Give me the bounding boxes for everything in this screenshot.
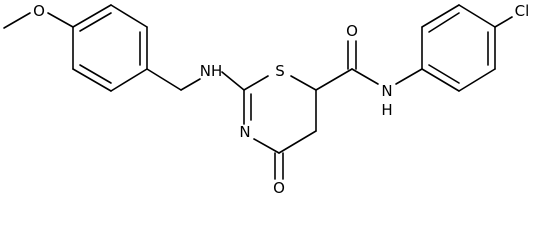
- bond-layer: [3, 4, 513, 180]
- bond-ring2-e: [458, 68, 496, 92]
- atom-label-methoxy-o: O: [33, 2, 45, 20]
- bond-ring1-d: [110, 68, 148, 92]
- bond-ring1-b: [110, 4, 148, 28]
- bond-ring2-inner-1: [428, 12, 460, 33]
- atom-label-ring-s: S: [275, 62, 285, 80]
- bond-o-aryl: [47, 12, 74, 28]
- label-layer: O NH S N O O N H Cl: [33, 2, 529, 197]
- bond-ring1-inner-3: [79, 64, 112, 84]
- bond-nh-c2: [221, 71, 245, 91]
- atom-label-amide-h: H: [381, 101, 392, 119]
- atom-label-ring-n: N: [239, 123, 250, 141]
- bond-ring2-f: [421, 68, 460, 92]
- molecule-structure: O NH S N O O N H Cl: [3, 2, 529, 197]
- bond-ring2-b: [421, 4, 460, 28]
- bond-n-aryl: [395, 68, 423, 85]
- bond-c6-camide: [315, 68, 353, 91]
- atom-label-amino-nh: NH: [200, 62, 223, 80]
- bond-ring1-inner-1: [79, 12, 112, 32]
- bond-ring2-c: [458, 4, 496, 28]
- atom-label-chloro: Cl: [515, 2, 530, 20]
- bond-s-c6: [290, 75, 317, 91]
- atom-label-ketone-o: O: [273, 179, 285, 197]
- bond-c5-c4: [278, 130, 317, 154]
- atom-label-amide-o: O: [346, 22, 358, 40]
- bond-camide-n: [351, 68, 379, 85]
- bond-c4-n3: [253, 138, 280, 154]
- bond-c2-s: [243, 75, 269, 91]
- bond-c-cl: [494, 16, 513, 28]
- bond-ch2-nh: [180, 78, 201, 91]
- bond-methyl-o: [3, 12, 31, 29]
- bond-aryl-ch2: [146, 68, 182, 91]
- atom-label-amide-n: N: [381, 82, 392, 100]
- bond-ring1-a: [72, 4, 112, 28]
- bond-ring2-inner-3: [428, 64, 460, 84]
- bond-ring1-e: [72, 68, 112, 92]
- structure-canvas: O NH S N O O N H Cl: [3, 2, 529, 197]
